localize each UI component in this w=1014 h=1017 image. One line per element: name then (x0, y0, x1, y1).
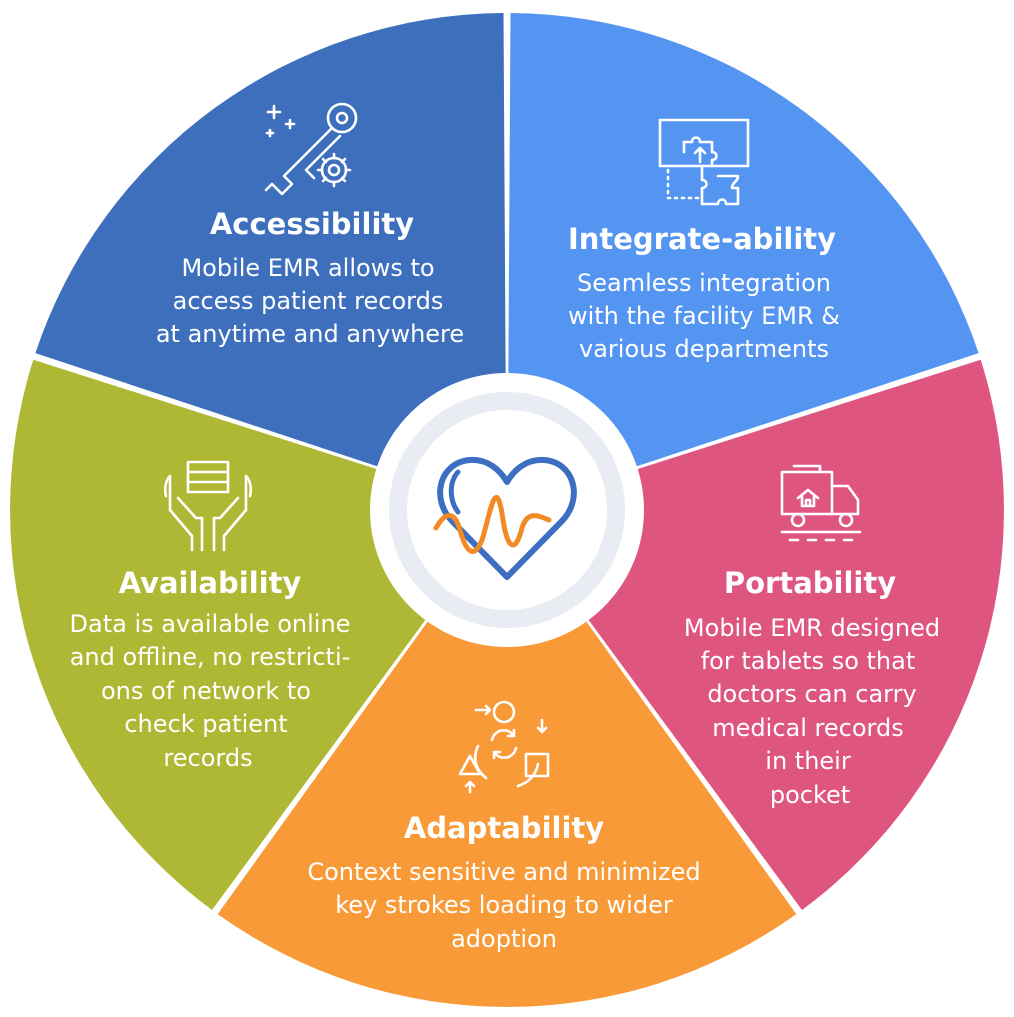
segment-title: Portability (724, 566, 896, 600)
segment-description-line: Context sensitive and minimized (307, 858, 700, 886)
segment-description-line: key strokes loading to wider (335, 891, 673, 919)
segment-accessibility (35, 13, 507, 497)
label-accessibility: Accessibility Mobile EMR allows to acces… (156, 207, 464, 348)
segment-description-line: and offline, no restricti- (70, 643, 351, 671)
segment-description-line: Mobile EMR allows to (181, 254, 434, 282)
label-adaptability: Adaptability Context sensitive and minim… (307, 811, 700, 953)
segment-description-line: access patient records (173, 287, 444, 315)
segment-description-line: at anytime and anywhere (156, 320, 464, 348)
segment-title: Accessibility (210, 207, 414, 241)
segment-title: Adaptability (404, 811, 604, 845)
segment-description-line: in their (765, 747, 851, 775)
shapes-cycle-icon (458, 700, 550, 794)
label-portability: Portability Mobile EMR designed for tabl… (684, 566, 940, 809)
segment-description-line: medical records (712, 714, 903, 742)
delivery-truck-icon (780, 464, 862, 542)
segment-description-line: pocket (770, 781, 850, 809)
segment-description-line: adoption (451, 925, 557, 953)
segment-description-line: for tablets so that (701, 647, 916, 675)
segment-description-line: Seamless integration (577, 269, 831, 297)
puzzle-integration-icon (658, 118, 750, 206)
segment-description-line: with the facility EMR & (568, 302, 840, 330)
segment-adaptability (217, 542, 797, 1007)
segment-title: Availability (119, 566, 302, 600)
label-availability: Availability Data is available online an… (70, 566, 351, 772)
segment-portability (531, 359, 1004, 910)
segment-description-line: doctors can carry (707, 680, 916, 708)
segment-title: Integrate-ability (568, 222, 836, 256)
segment-description-line: records (163, 744, 252, 772)
center-hub (370, 373, 644, 647)
segment-description-line: Data is available online (70, 610, 351, 638)
label-integrate-ability: Integrate-ability Seamless integration w… (568, 222, 840, 363)
segment-description-line: various departments (579, 335, 829, 363)
segment-description-line: check patient (124, 710, 287, 738)
hands-holding-data-icon (163, 460, 253, 552)
wheel-segments (10, 13, 1004, 1007)
key-gear-icon (264, 102, 358, 196)
segment-description-line: ons of network to (101, 677, 311, 705)
segment-availability (10, 359, 483, 910)
heart-pulse-icon (433, 456, 577, 580)
segment-description-line: Mobile EMR designed (684, 614, 940, 642)
segment-integrate-ability (507, 13, 979, 497)
